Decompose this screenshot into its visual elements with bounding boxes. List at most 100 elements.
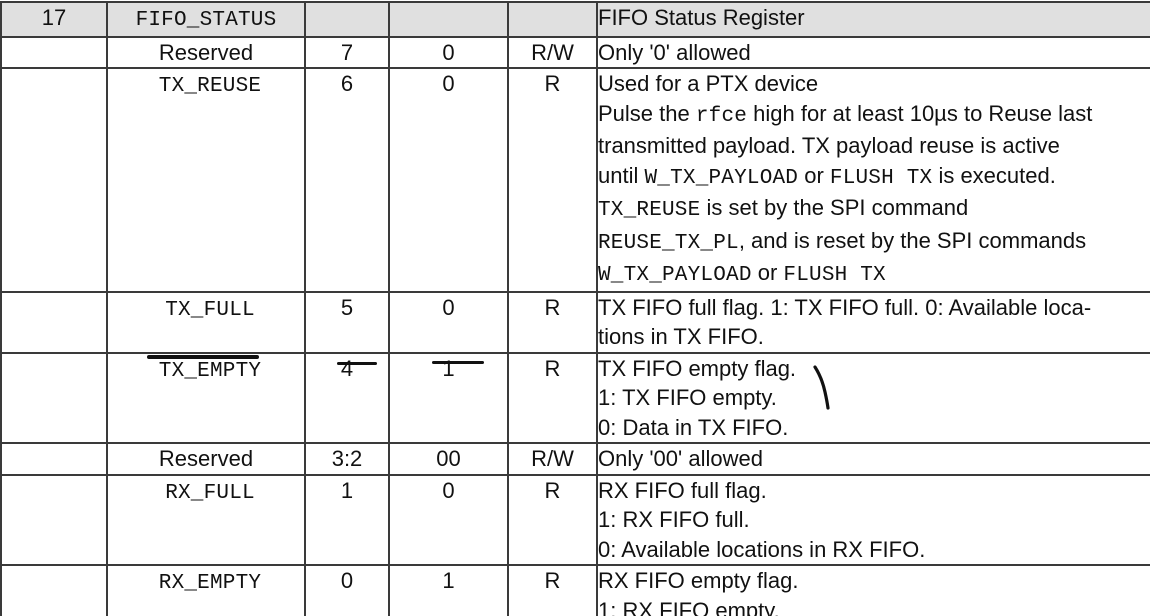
field-name: Reserved [158, 39, 254, 65]
field-type: R/W [507, 442, 598, 476]
description-line: tions in TX FIFO. [598, 322, 1150, 351]
description-line: 0: Data in TX FIFO. [598, 413, 1150, 442]
address-cell-empty [0, 564, 108, 616]
table-row: RX_FULL 1 0 R RX FIFO full flag.1: RX FI… [0, 473, 1150, 566]
description-line: 1: RX FIFO empty. [599, 596, 1150, 616]
field-type: R [507, 67, 598, 293]
description-text: Only '00' allowed [598, 446, 763, 471]
code-token: rfce [695, 104, 748, 128]
field-bit: 0 [304, 564, 390, 616]
description-text: tions in TX FIFO. [598, 324, 764, 349]
field-bit: 7 [304, 35, 390, 69]
field-description: RX FIFO full flag. 1: RX FIFO full. 0: Ava… [596, 473, 1150, 566]
field-bit: 3:2 [304, 442, 390, 476]
register-header-row: 17 FIFO_STATUS FIFO Status Register [0, 1, 1150, 38]
description-line: until W_TX_PAYLOAD or FLUSH TX is execut… [598, 161, 1150, 194]
description-line: Pulse the rfce high for at least 10µs to… [598, 99, 1150, 132]
table-row: Reserved 3:2 00 R/W Only '00' allowed [0, 442, 1150, 476]
description-line: 0: Available locations in RX FIFO. [598, 535, 1150, 564]
field-reset: 0 [388, 35, 509, 69]
description-line: REUSE_TX_PL, and is reset by the SPI com… [598, 226, 1150, 259]
code-token: REUSE_TX_PL [598, 231, 739, 255]
field-name-cell: Reserved [106, 442, 306, 476]
field-bit: 4 [304, 351, 390, 444]
field-name-cell: TX_REUSE [106, 67, 306, 293]
register-bit-cell [304, 1, 390, 38]
field-description: RX FIFO empty flag.1: RX FIFO empty.0: D… [596, 564, 1150, 616]
register-mnemonic-text: FIFO_STATUS [135, 9, 277, 32]
address-cell-empty [0, 67, 108, 293]
field-name: RX_FULL [165, 481, 255, 505]
field-name-cell: TX_FULL [106, 290, 306, 354]
field-name-cell: RX_FULL [106, 473, 306, 566]
description-text: TX FIFO full flag. 1: TX FIFO full. 0: A… [598, 294, 1092, 320]
field-description: Only '00' allowed [596, 442, 1150, 476]
description-text: 1: TX FIFO empty. [598, 385, 777, 410]
description-line: transmitted payload. TX payload reuse is… [599, 131, 1150, 161]
field-description: TX FIFO empty flag. 1: TX FIFO empty. 0: D… [596, 351, 1150, 444]
field-name: Reserved [158, 446, 254, 471]
description-text: Pulse the [598, 100, 696, 126]
code-token: W_TX_PAYLOAD [598, 264, 752, 287]
table-row: TX_FULL 5 0 R TX FIFO full flag. 1: TX F… [0, 290, 1150, 354]
code-token: FLUSH TX [829, 166, 933, 190]
handwritten-underline-name [147, 355, 259, 359]
description-text: RX FIFO full flag. [598, 477, 767, 503]
register-type-cell [507, 1, 598, 38]
description-text: or [798, 162, 830, 188]
address-cell-empty [0, 351, 108, 444]
address-cell-empty [0, 290, 108, 354]
description-text: until [598, 162, 645, 188]
description-line: RX FIFO empty flag. [599, 567, 1150, 596]
description-line: RX FIFO full flag. [598, 476, 1150, 505]
description-line: 1: RX FIFO full. [598, 505, 1150, 535]
handwritten-underline-bit [337, 362, 377, 365]
description-text: 1: RX FIFO full. [598, 507, 750, 532]
description-line: TX_REUSE is set by the SPI command [598, 193, 1150, 226]
description-text: 0: Available locations in RX FIFO. [598, 536, 926, 562]
code-token: FLUSH TX [783, 264, 886, 287]
field-name: RX_EMPTY [158, 572, 262, 595]
field-description: Only '0' allowed [596, 35, 1150, 69]
address-cell-empty [0, 473, 108, 566]
description-line: Only '00' allowed [598, 445, 1150, 473]
field-bit: 1 [304, 473, 390, 566]
table-row: RX_EMPTY 0 1 R RX FIFO empty flag.1: RX … [0, 564, 1150, 616]
address-cell-empty [0, 442, 108, 476]
field-type: R [507, 473, 598, 566]
field-description: TX FIFO full flag. 1: TX FIFO full. 0: A… [596, 290, 1150, 354]
register-reset-cell [388, 1, 509, 38]
field-name-cell: Reserved [106, 35, 306, 69]
handwritten-underline-reset [432, 361, 484, 364]
description-text: , and is reset by the SPI commands [738, 227, 1087, 253]
description-text: 0: Data in TX FIFO. [598, 414, 789, 440]
field-reset: 1 [388, 351, 509, 444]
description-line: W_TX_PAYLOAD or FLUSH TX [598, 258, 1150, 290]
field-type: R [507, 351, 598, 444]
description-line: Only '0' allowed [598, 38, 1150, 66]
field-name-cell: TX_EMPTY [106, 351, 306, 444]
description-text: TX FIFO empty flag. [598, 355, 797, 381]
field-name: TX_REUSE [158, 75, 262, 98]
table-row: TX_EMPTY 4 1 R TX FIFO empty flag. 1: TX … [0, 351, 1150, 444]
register-mnemonic: FIFO_STATUS [106, 1, 306, 38]
description-text: or [751, 260, 784, 285]
register-address: 17 [0, 1, 108, 38]
code-token: W_TX_PAYLOAD [644, 166, 799, 190]
description-text: Used for a PTX device [598, 71, 819, 96]
field-name: TX_EMPTY [158, 359, 262, 383]
register-description: FIFO Status Register [596, 1, 1150, 38]
description-text: high for at least 10µs to Reuse last [747, 100, 1093, 126]
address-cell-empty [0, 35, 108, 69]
description-line: TX FIFO full flag. 1: TX FIFO full. 0: A… [598, 294, 1150, 323]
field-type: R [507, 564, 598, 616]
code-token: TX_REUSE [598, 199, 701, 222]
field-type: R [507, 290, 598, 354]
field-type: R/W [507, 35, 598, 69]
description-text: is executed. [932, 162, 1056, 188]
description-text: Only '0' allowed [598, 39, 751, 65]
